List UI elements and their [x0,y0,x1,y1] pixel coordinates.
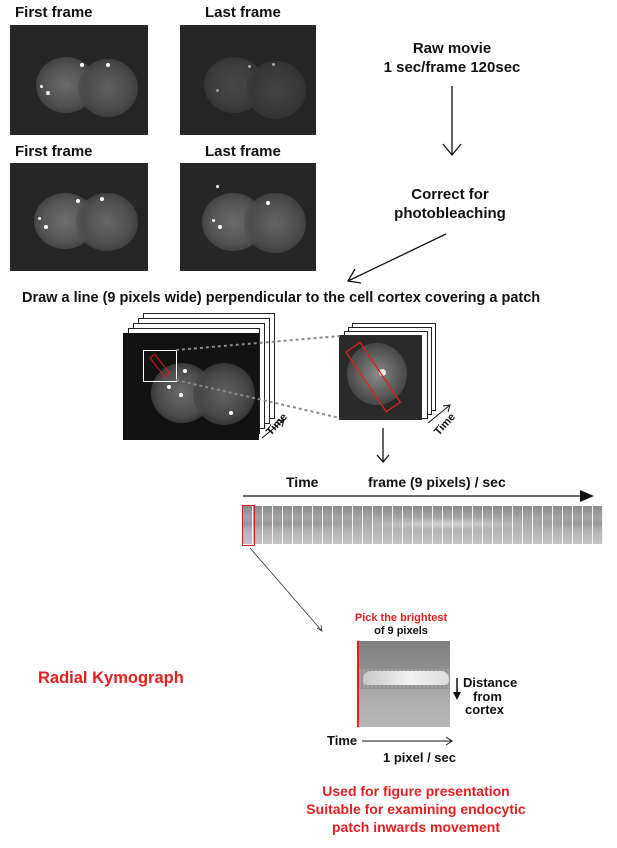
montage-frame [593,506,603,544]
pick-brightest-text: Pick the brightest [354,612,448,624]
instruction-text: Draw a line (9 pixels wide) perpendicula… [22,290,541,306]
montage-frame [313,506,323,544]
down-arrow-to-montage [376,428,390,463]
raw-movie-rate-text: 1 sec/frame 120sec [383,59,521,76]
montage-frame [543,506,553,544]
montage-frame [573,506,583,544]
stack-time-arrow [261,419,285,439]
zoom-time-arrow [427,404,451,424]
montage-frame [253,506,263,544]
montage-frame [243,506,253,544]
montage-frame [273,506,283,544]
montage-first-frame-highlight [242,505,255,546]
montage-strip [243,506,603,544]
montage-frame [423,506,433,544]
corrected-first-frame-image [10,163,148,271]
zoom-connector-lines [175,335,341,419]
montage-frame [353,506,363,544]
montage-frame [453,506,463,544]
montage-frame [403,506,413,544]
raw-last-frame-image [180,25,316,135]
montage-frame [443,506,453,544]
distance-text-line2: from [473,689,502,704]
montage-frame [393,506,403,544]
distance-text-line3: cortex [465,702,505,717]
montage-frame [433,506,443,544]
note-line3: patch inwards movement [331,819,501,835]
montage-frame [333,506,343,544]
kymograph-time-label: Time [327,733,358,748]
raw-first-frame-label: First frame [15,4,93,21]
kymograph-time-arrow [362,736,453,746]
kymograph-title: Radial Kymograph [38,669,184,687]
montage-frame [493,506,503,544]
montage-rate-label: frame (9 pixels) / sec [368,474,506,490]
pick-pixels-text: of 9 pixels [374,625,428,637]
montage-frame [483,506,493,544]
stack-front-frame-image [123,333,259,440]
montage-time-label: Time [286,474,319,490]
raw-first-frame-image [10,25,148,135]
montage-frame [323,506,333,544]
montage-frame [293,506,303,544]
stack-red-line-box [149,353,171,378]
montage-frame [523,506,533,544]
zoom-red-line-box [345,341,402,413]
thin-arrow-to-kymograph [249,547,323,632]
corrected-first-frame-label: First frame [15,143,93,160]
montage-frame [263,506,273,544]
stack-selection-box [143,350,177,382]
note-line2: Suitable for examining endocytic [306,801,526,817]
kymograph-cortex-line [357,641,359,727]
montage-frame [413,506,423,544]
raw-last-frame-label: Last frame [205,4,281,21]
kymograph-image [359,641,450,727]
corrected-last-frame-label: Last frame [205,143,281,160]
montage-frame [363,506,373,544]
montage-frame [283,506,293,544]
zoomed-frame-image [339,335,422,420]
montage-frame [503,506,513,544]
montage-frame [533,506,543,544]
correct-text-line1: Correct for [411,186,489,203]
montage-frame [513,506,523,544]
montage-time-arrow [243,490,594,502]
raw-movie-text: Raw movie [412,40,492,57]
distance-text-line1: Distance [463,675,518,690]
montage-frame [553,506,563,544]
montage-frame [463,506,473,544]
note-line1: Used for figure presentation [322,783,510,799]
montage-frame [563,506,573,544]
montage-frame [373,506,383,544]
distance-down-arrow [453,678,461,700]
montage-frame [343,506,353,544]
corrected-last-frame-image [180,163,316,271]
correct-text-line2: photobleaching [394,205,506,222]
down-arrow-raw-to-correct [442,86,462,157]
kymograph-rate-label: 1 pixel / sec [383,750,456,765]
montage-frame [383,506,393,544]
diagonal-arrow-to-line-step [346,233,447,284]
montage-frame [473,506,483,544]
montage-frame [583,506,593,544]
montage-frame [303,506,313,544]
